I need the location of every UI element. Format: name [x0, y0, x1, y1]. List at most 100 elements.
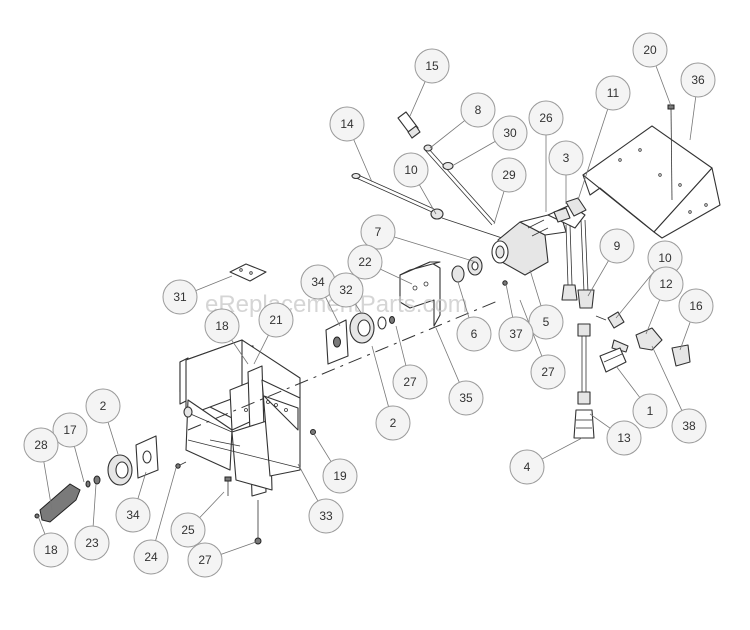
callout-number: 2	[100, 399, 107, 413]
callout-bubble	[456, 316, 492, 352]
callout-25: 25	[170, 512, 206, 548]
callout-number: 33	[319, 509, 333, 523]
callout-number: 9	[614, 239, 621, 253]
callout-number: 13	[617, 431, 631, 445]
callout-number: 35	[459, 391, 473, 405]
leader-line-36	[689, 96, 697, 141]
callout-bubble	[23, 427, 59, 463]
callout-bubble	[258, 302, 294, 338]
callout-bubble	[460, 92, 496, 128]
callout-number: 18	[44, 543, 58, 557]
callout-bubble	[187, 542, 223, 578]
callout-number: 36	[691, 73, 705, 87]
callout-bubble	[308, 498, 344, 534]
leader-line-2	[107, 422, 119, 455]
callout-number: 23	[85, 536, 99, 550]
part-fitting-15	[397, 111, 421, 139]
callout-bubble	[632, 393, 668, 429]
callout-number: 29	[502, 168, 516, 182]
leader-line-20	[655, 65, 672, 107]
callout-26: 26	[528, 100, 564, 136]
callout-bubble	[448, 380, 484, 416]
leader-line-5	[529, 269, 542, 306]
part-guard-28	[34, 483, 81, 523]
callout-bubble	[606, 420, 642, 456]
leader-line-24	[155, 467, 177, 541]
callout-bubble	[599, 228, 635, 264]
callout-number: 22	[358, 255, 372, 269]
callout-9: 9	[599, 228, 635, 264]
callout-4: 4	[509, 449, 545, 485]
callout-bubble	[671, 408, 707, 444]
callout-number: 17	[63, 423, 77, 437]
callout-number: 7	[375, 225, 382, 239]
leader-line-28	[43, 461, 53, 511]
callout-bubble	[328, 272, 364, 308]
callout-2: 2	[375, 405, 411, 441]
leader-line-6	[457, 281, 470, 318]
callout-number: 16	[689, 299, 703, 313]
part-bracket-35	[399, 261, 441, 327]
part-plate-34	[325, 319, 349, 365]
leader-line-33	[297, 463, 319, 502]
callout-32: 32	[328, 272, 364, 308]
leader-line-10	[615, 270, 655, 319]
callout-11: 11	[595, 75, 631, 111]
leader-line-14	[353, 139, 373, 183]
callout-bubble	[74, 525, 110, 561]
callout-20: 20	[632, 32, 668, 68]
callout-8: 8	[460, 92, 496, 128]
callout-27: 27	[187, 542, 223, 578]
callout-bubble	[648, 266, 684, 302]
callout-number: 25	[181, 523, 195, 537]
leader-line-30	[451, 141, 496, 167]
part-sprocket-32	[349, 312, 395, 344]
callout-number: 14	[340, 117, 354, 131]
callout-10: 10	[647, 240, 683, 276]
part-cover-hood	[582, 125, 721, 239]
callout-bubble	[680, 62, 716, 98]
shaft-axis-line	[187, 299, 501, 431]
callout-number: 28	[34, 438, 48, 452]
callout-3: 3	[548, 140, 584, 176]
callout-10: 10	[393, 152, 429, 188]
callout-number: 18	[215, 319, 229, 333]
callout-bubble	[491, 157, 527, 193]
part-cable-30	[423, 144, 496, 226]
callout-19: 19	[322, 458, 358, 494]
callout-bubble	[329, 106, 365, 142]
callout-bubble	[85, 388, 121, 424]
leader-lines	[37, 65, 697, 555]
callout-12: 12	[648, 266, 684, 302]
callout-number: 12	[659, 277, 673, 291]
leader-line-38	[651, 345, 683, 411]
callout-number: 27	[403, 375, 417, 389]
leader-line-18	[231, 339, 249, 365]
callout-number: 21	[269, 313, 283, 327]
leader-line-12	[645, 299, 661, 335]
part-main-frame	[179, 339, 301, 497]
callout-number: 4	[524, 460, 531, 474]
callout-number: 8	[475, 103, 482, 117]
callout-bubble	[632, 32, 668, 68]
callout-number: 5	[543, 315, 550, 329]
callout-number: 37	[509, 327, 523, 341]
callout-number: 2	[390, 416, 397, 430]
callout-number: 34	[126, 508, 140, 522]
leader-line-18	[37, 515, 46, 535]
callout-number: 34	[311, 275, 325, 289]
callout-bubble	[115, 497, 151, 533]
leader-line-37	[505, 283, 514, 318]
part-bearing-left	[85, 435, 159, 488]
callout-17: 17	[52, 412, 88, 448]
leader-line-4	[541, 437, 583, 460]
callout-number: 15	[425, 59, 439, 73]
callout-number: 27	[198, 553, 212, 567]
leader-line-2	[371, 345, 389, 407]
callout-number: 1	[647, 404, 654, 418]
callout-27: 27	[392, 364, 428, 400]
callout-bubble	[347, 244, 383, 280]
callout-number: 19	[333, 469, 347, 483]
part-gear-7	[451, 256, 483, 283]
callout-29: 29	[491, 157, 527, 193]
